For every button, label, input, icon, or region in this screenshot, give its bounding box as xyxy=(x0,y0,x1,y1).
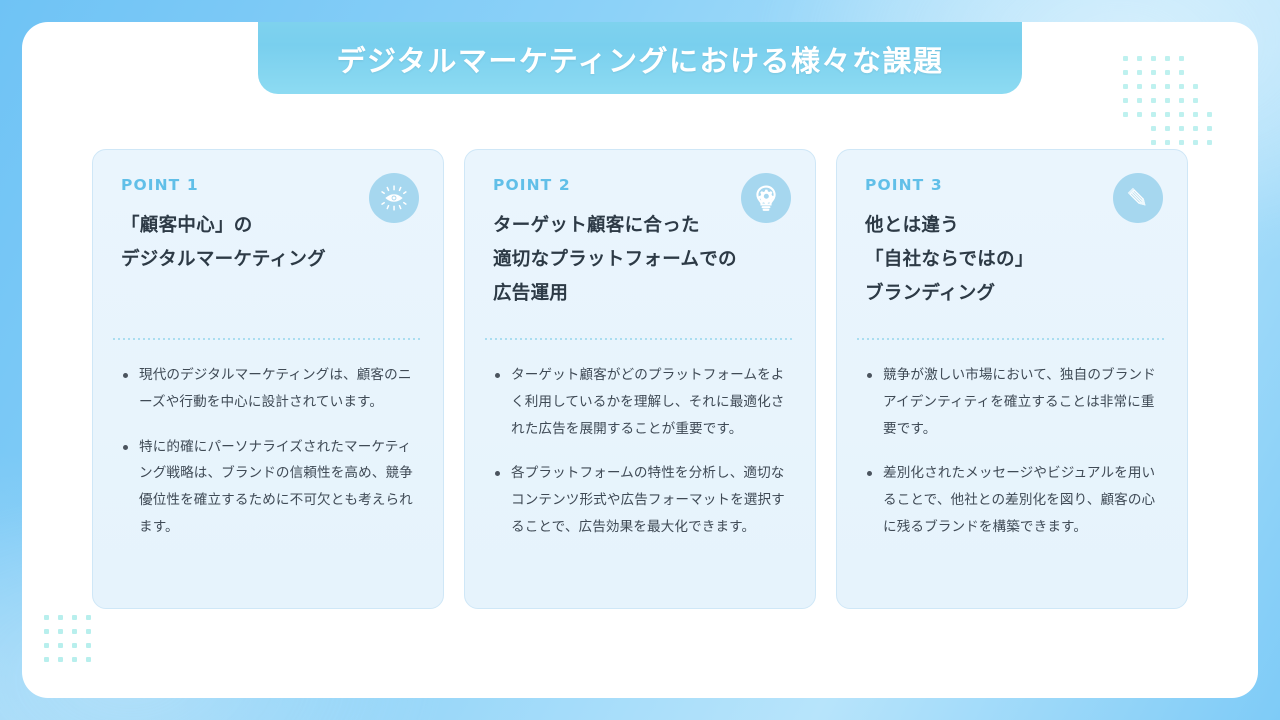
point-label: POINT 1 xyxy=(121,176,199,194)
card-title-line: 「自社ならではの」 xyxy=(865,249,1034,271)
card-bullet-list: 現代のデジタルマーケティングは、顧客のニーズや行動を中心に設計されています。 特… xyxy=(121,362,417,541)
card-title-line: 適切なプラットフォームでの xyxy=(493,249,737,271)
page-title: デジタルマーケティングにおける様々な課題 xyxy=(336,44,944,78)
card-title: 他とは違う 「自社ならではの」 ブランディング xyxy=(865,209,1159,312)
pencil-icon xyxy=(1113,173,1163,223)
title-banner: デジタルマーケティングにおける様々な課題 xyxy=(258,22,1022,94)
list-item: 現代のデジタルマーケティングは、顧客のニーズや行動を中心に設計されています。 xyxy=(121,362,417,416)
point-label: POINT 3 xyxy=(865,176,943,194)
point-label: POINT 2 xyxy=(493,176,571,194)
card-title: 「顧客中心」の デジタルマーケティング xyxy=(121,209,415,277)
card-divider xyxy=(857,338,1167,340)
list-item: 各プラットフォームの特性を分析し、適切なコンテンツ形式や広告フォーマットを選択す… xyxy=(493,460,789,540)
point-card-1[interactable]: POINT 1 「顧客中心」の デジタルマーケティング 現代のデジタルマーケティ… xyxy=(92,149,444,609)
card-title-line: 他とは違う xyxy=(865,215,960,236)
card-title-line: ターゲット顧客に合った xyxy=(493,215,700,236)
card-divider xyxy=(113,338,423,340)
card-divider xyxy=(485,338,795,340)
lightbulb-gear-icon xyxy=(741,173,791,223)
card-title-line: 広告運用 xyxy=(493,283,569,305)
list-item: 差別化されたメッセージやビジュアルを用いることで、他社との差別化を図り、顧客の心… xyxy=(865,460,1161,540)
list-item: 特に的確にパーソナライズされたマーケティング戦略は、ブランドの信頼性を高め、競争… xyxy=(121,434,417,541)
card-title-line: ブランディング xyxy=(865,283,996,305)
list-item: 競争が激しい市場において、独自のブランドアイデンティティを確立することは非常に重… xyxy=(865,362,1161,442)
decorative-dot-grid-top-right xyxy=(1123,56,1212,145)
points-card-row: POINT 1 「顧客中心」の デジタルマーケティング 現代のデジタルマーケティ… xyxy=(92,149,1188,609)
card-title-line: 「顧客中心」の xyxy=(121,215,253,236)
eye-icon xyxy=(369,173,419,223)
point-card-2[interactable]: POINT 2 ターゲット顧客に合った 適切なプラットフォームでの 広告運用 タ… xyxy=(464,149,816,609)
decorative-dot-grid-bottom-left xyxy=(44,615,91,662)
card-bullet-list: 競争が激しい市場において、独自のブランドアイデンティティを確立することは非常に重… xyxy=(865,362,1161,541)
list-item: ターゲット顧客がどのプラットフォームをよく利用しているかを理解し、それに最適化さ… xyxy=(493,362,789,442)
slide-panel: デジタルマーケティングにおける様々な課題 xyxy=(22,22,1258,698)
card-title: ターゲット顧客に合った 適切なプラットフォームでの 広告運用 xyxy=(493,209,787,312)
card-bullet-list: ターゲット顧客がどのプラットフォームをよく利用しているかを理解し、それに最適化さ… xyxy=(493,362,789,541)
point-card-3[interactable]: POINT 3 他とは違う 「自社ならではの」 ブランディング 競争が激しい市場… xyxy=(836,149,1188,609)
card-title-line: デジタルマーケティング xyxy=(121,249,326,271)
